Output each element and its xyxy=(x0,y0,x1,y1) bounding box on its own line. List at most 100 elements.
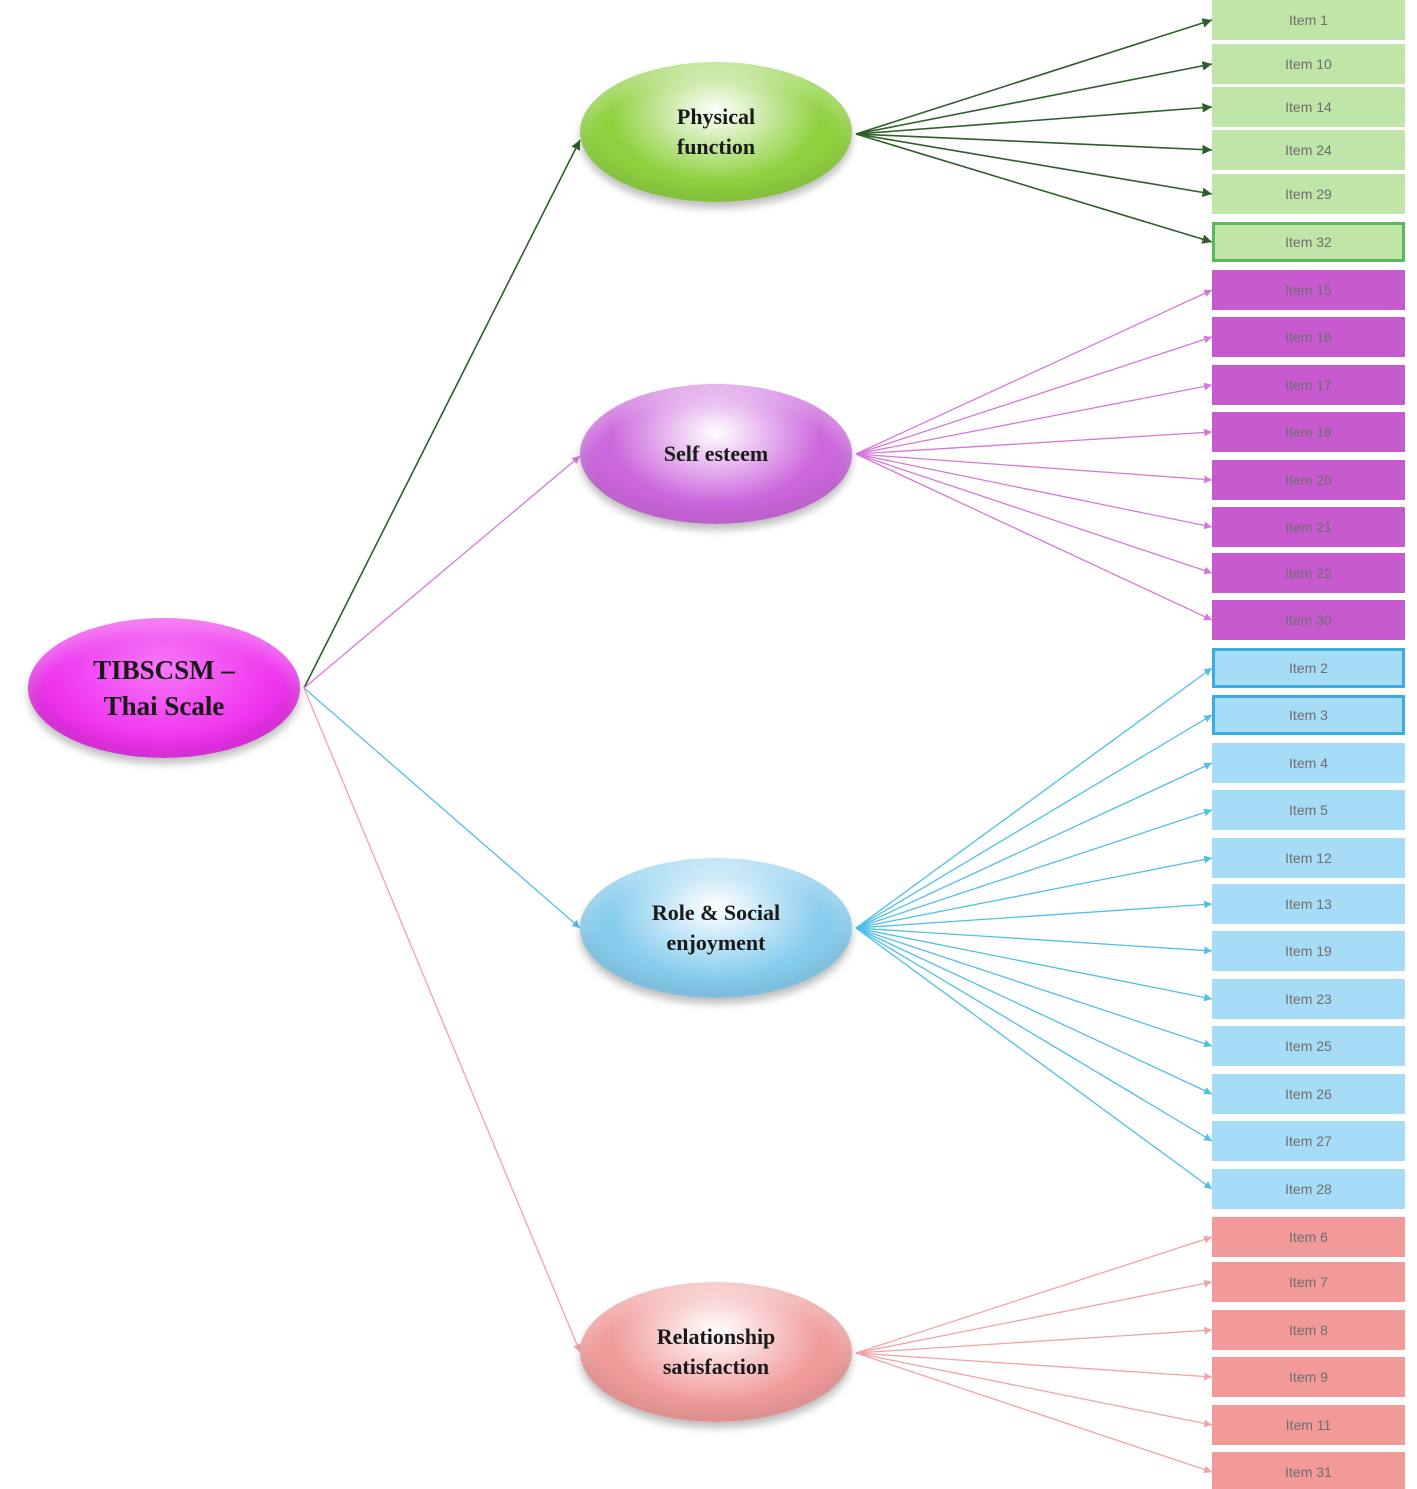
arrow-self_esteem-to-item xyxy=(855,382,1213,455)
item-label: Item 29 xyxy=(1285,186,1332,202)
arrow-root-to-physical xyxy=(303,139,581,689)
factor-node-physical-function: Physical function xyxy=(580,62,852,202)
item-box: Item 26 xyxy=(1212,1074,1405,1114)
item-box: Item 25 xyxy=(1212,1026,1405,1066)
item-label: Item 15 xyxy=(1285,282,1332,298)
item-box: Item 8 xyxy=(1212,1310,1405,1350)
arrow-role_social-to-item xyxy=(855,927,1213,1048)
arrow-physical-to-item xyxy=(855,61,1213,135)
factor-label-role-social-enjoyment: Role & Social enjoyment xyxy=(651,900,781,955)
item-box: Item 6 xyxy=(1212,1217,1405,1257)
factor-node-role-social-enjoyment: Role & Social enjoyment xyxy=(580,858,852,998)
item-box: Item 19 xyxy=(1212,931,1405,971)
item-label: Item 13 xyxy=(1285,896,1332,912)
item-box: Item 15 xyxy=(1212,270,1405,310)
item-box: Item 11 xyxy=(1212,1405,1405,1445)
factor-label-physical-function: Physical function xyxy=(676,104,756,159)
item-box: Item 14 xyxy=(1212,87,1405,127)
item-label: Item 8 xyxy=(1289,1322,1328,1338)
arrow-self_esteem-to-item xyxy=(855,289,1213,455)
item-box: Item 24 xyxy=(1212,130,1405,170)
item-box: Item 2 xyxy=(1212,648,1405,688)
arrow-physical-to-item xyxy=(855,133,1213,155)
item-box: Item 29 xyxy=(1212,174,1405,214)
arrow-self_esteem-to-item xyxy=(855,453,1213,575)
item-box: Item 28 xyxy=(1212,1169,1405,1209)
arrow-relationship-to-item xyxy=(855,1279,1213,1354)
arrow-self_esteem-to-item xyxy=(855,453,1213,484)
item-label: Item 31 xyxy=(1285,1464,1332,1480)
item-box: Item 27 xyxy=(1212,1121,1405,1161)
arrow-root-to-relationship xyxy=(303,687,581,1353)
item-label: Item 18 xyxy=(1285,424,1332,440)
item-label: Item 11 xyxy=(1285,1417,1332,1433)
item-label: Item 14 xyxy=(1285,99,1332,115)
item-label: Item 7 xyxy=(1289,1274,1328,1290)
item-box: Item 21 xyxy=(1212,507,1405,547)
item-label: Item 2 xyxy=(1289,660,1328,676)
arrow-self_esteem-to-item xyxy=(855,453,1213,621)
item-label: Item 16 xyxy=(1285,329,1332,345)
arrow-role_social-to-item xyxy=(855,900,1213,929)
arrow-role_social-to-item xyxy=(855,667,1213,929)
item-label: Item 3 xyxy=(1289,707,1328,723)
item-label: Item 6 xyxy=(1289,1229,1328,1245)
item-box: Item 18 xyxy=(1212,412,1405,452)
item-label: Item 28 xyxy=(1285,1181,1332,1197)
item-box: Item 4 xyxy=(1212,743,1405,783)
arrow-physical-to-item xyxy=(855,102,1213,135)
arrow-physical-to-item xyxy=(855,133,1213,198)
item-label: Item 26 xyxy=(1285,1086,1332,1102)
item-label: Item 9 xyxy=(1289,1369,1328,1385)
item-label: Item 4 xyxy=(1289,755,1328,771)
arrow-relationship-to-item xyxy=(855,1326,1213,1354)
item-box: Item 31 xyxy=(1212,1452,1405,1489)
item-label: Item 21 xyxy=(1285,519,1332,535)
item-label: Item 30 xyxy=(1285,612,1332,628)
item-box: Item 17 xyxy=(1212,365,1405,405)
item-label: Item 22 xyxy=(1285,565,1332,581)
root-node-label: TIBSCSM – Thai Scale xyxy=(93,654,235,721)
arrow-root-to-self_esteem xyxy=(303,455,581,689)
item-box: Item 32 xyxy=(1212,222,1405,262)
item-box: Item 3 xyxy=(1212,695,1405,735)
item-label: Item 10 xyxy=(1285,56,1332,72)
arrow-self_esteem-to-item xyxy=(855,428,1213,455)
factor-node-relationship-satisfaction: Relationship satisfaction xyxy=(580,1282,852,1422)
item-box: Item 7 xyxy=(1212,1262,1405,1302)
item-label: Item 23 xyxy=(1285,991,1332,1007)
item-box: Item 16 xyxy=(1212,317,1405,357)
arrow-role_social-to-item xyxy=(855,927,1213,1142)
item-box: Item 20 xyxy=(1212,460,1405,500)
item-box: Item 1 xyxy=(1212,0,1405,40)
item-label: Item 20 xyxy=(1285,472,1332,488)
arrow-role_social-to-item xyxy=(855,714,1213,929)
item-label: Item 19 xyxy=(1285,943,1332,959)
arrow-role_social-to-item xyxy=(855,808,1213,929)
item-box: Item 13 xyxy=(1212,884,1405,924)
arrow-role_social-to-item xyxy=(855,855,1213,929)
item-label: Item 27 xyxy=(1285,1133,1332,1149)
factor-node-self-esteem: Self esteem xyxy=(580,384,852,524)
arrow-relationship-to-item xyxy=(855,1352,1213,1381)
item-label: Item 24 xyxy=(1285,142,1332,158)
arrow-role_social-to-item xyxy=(855,927,1213,1190)
arrow-self_esteem-to-item xyxy=(855,335,1213,455)
arrow-relationship-to-item xyxy=(855,1235,1213,1354)
factor-label-self-esteem: Self esteem xyxy=(663,441,769,467)
item-label: Item 5 xyxy=(1289,802,1328,818)
arrow-root-to-role_social xyxy=(303,687,581,929)
item-label: Item 25 xyxy=(1285,1038,1332,1054)
item-label: Item 12 xyxy=(1285,850,1332,866)
item-label: Item 17 xyxy=(1285,377,1332,393)
item-box: Item 22 xyxy=(1212,553,1405,593)
arrow-self_esteem-to-item xyxy=(855,453,1213,530)
arrow-physical-to-item xyxy=(855,18,1213,135)
item-box: Item 30 xyxy=(1212,600,1405,640)
arrow-role_social-to-item xyxy=(855,762,1213,929)
item-label: Item 1 xyxy=(1289,12,1328,28)
arrow-role_social-to-item xyxy=(855,927,1213,955)
arrow-role_social-to-item xyxy=(855,927,1213,1095)
